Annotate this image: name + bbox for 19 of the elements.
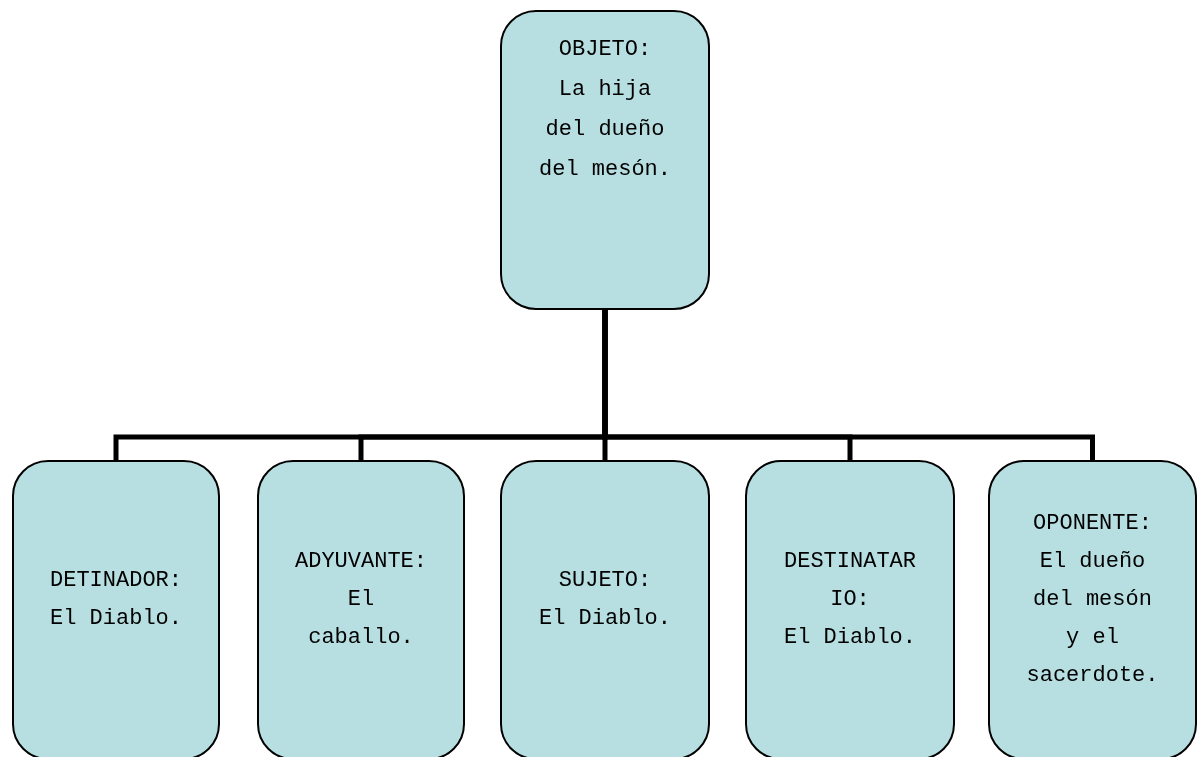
- box-heading: OPONENTE:: [1033, 510, 1152, 538]
- box-text: El caballo.: [307, 586, 415, 652]
- box-heading: SUJETO:: [558, 567, 652, 595]
- box-text: El Diablo.: [784, 624, 916, 652]
- box-text: El Diablo.: [50, 605, 182, 633]
- rounded-box: [257, 460, 465, 757]
- box-text: El Diablo.: [539, 605, 671, 633]
- rounded-box: [745, 460, 955, 757]
- box-text: La hija del dueño del mesón.: [538, 76, 672, 184]
- box-heading: DETINADOR:: [50, 567, 182, 595]
- rounded-box: [500, 10, 710, 310]
- box-heading: OBJETO:: [558, 36, 652, 64]
- connector-line: [602, 310, 1095, 460]
- rounded-box: [988, 460, 1197, 757]
- box-text: El dueño del mesón y el sacerdote.: [1025, 548, 1160, 690]
- box-heading: DESTINATARIO:: [783, 548, 917, 614]
- box-heading: ADYUVANTE:: [295, 548, 427, 576]
- rounded-box: [500, 460, 710, 757]
- rounded-box: [12, 460, 220, 757]
